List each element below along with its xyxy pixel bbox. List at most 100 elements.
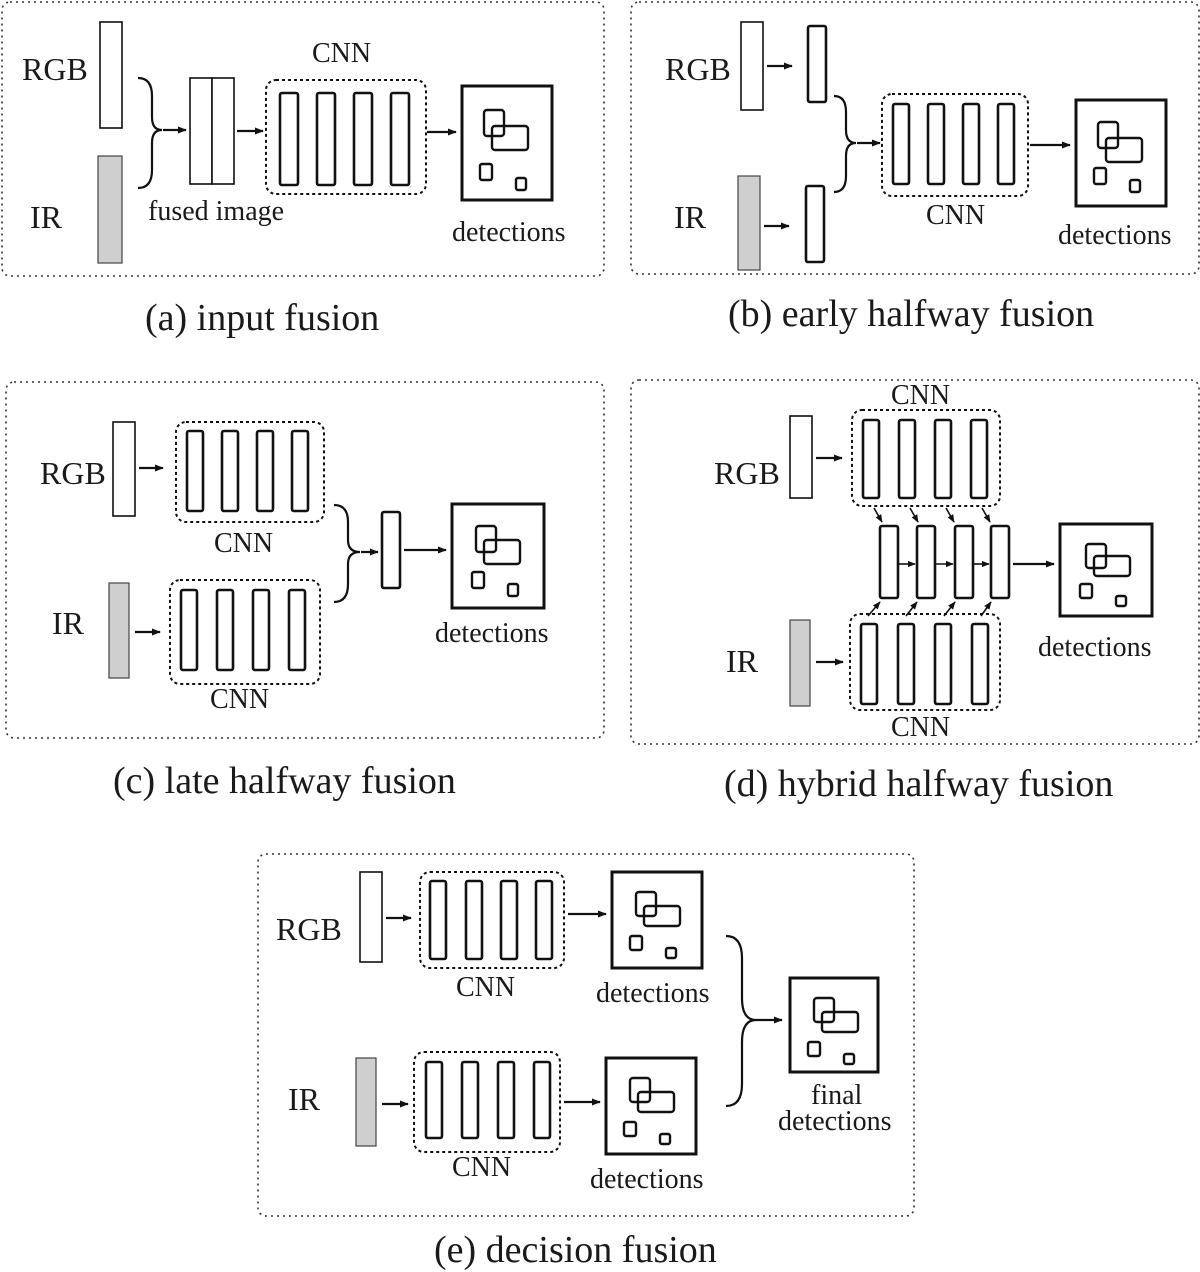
merge-brace [333, 503, 361, 604]
rgb-cnn-label: CNN [214, 528, 273, 559]
down-arrow-3 [945, 507, 955, 523]
cnn-layer-2 [926, 102, 946, 186]
rgb-image [359, 871, 383, 963]
detections-box [1058, 522, 1154, 618]
panel-early-halfway-fusion: RGB IR CNN detections [630, 1, 1200, 275]
rgb-cnn-block [175, 421, 325, 523]
rgb-cnn-layer-2 [220, 429, 240, 513]
cnn-block [881, 93, 1029, 197]
caption-late-halfway-fusion: (c) late halfway fusion [113, 760, 456, 802]
ir-label: IR [288, 1081, 321, 1117]
panel-frame [1, 1, 605, 277]
detections-box [1074, 98, 1168, 208]
ir-feature-layer [804, 184, 826, 264]
cnn-layer-3 [961, 102, 981, 186]
fused-image-label: fused image [148, 196, 284, 227]
rgb-image [112, 421, 136, 517]
fused-image-right [211, 77, 235, 185]
detections-box [450, 502, 546, 610]
rgb-cnn-layer-2 [464, 879, 484, 961]
ir-detections-box [604, 1056, 698, 1156]
ir-cnn-block [849, 613, 1001, 711]
rgb-cnn-layer-1 [861, 418, 881, 500]
final-label-line1: final [811, 1080, 863, 1111]
cnn-layer-4 [996, 102, 1016, 186]
bottom-cnn-label: CNN [891, 712, 950, 743]
detections-label: detections [435, 618, 549, 649]
ir-label: IR [52, 605, 85, 641]
ir-cnn-block [413, 1051, 561, 1153]
rgb-image [789, 415, 813, 499]
cnn-label: CNN [926, 200, 985, 231]
cnn-layer-3 [352, 91, 374, 187]
merge-brace [137, 76, 163, 190]
fused-layer-2 [915, 524, 937, 600]
rgb-cnn-layer-1 [428, 879, 448, 961]
rgb-label: RGB [40, 455, 106, 491]
caption-input-fusion: (a) input fusion [145, 297, 379, 339]
panel-frame [630, 1, 1200, 275]
cnn-layer-1 [278, 91, 300, 187]
ir-label: IR [674, 199, 707, 235]
panel-decision-fusion: RGB IR CNN detections CNN [257, 853, 915, 1217]
rgb-detections-box [610, 870, 704, 970]
rgb-cnn-layer-3 [933, 418, 953, 500]
caption-decision-fusion: (e) decision fusion [434, 1229, 717, 1271]
rgb-label: RGB [714, 455, 780, 491]
ir-cnn-layer-1 [424, 1060, 444, 1140]
down-arrow-4 [981, 507, 991, 523]
ir-cnn-layer-1 [179, 588, 199, 672]
ir-cnn-layer-2 [215, 588, 235, 672]
ir-cnn-layer-3 [496, 1060, 516, 1140]
fused-feature-layer [380, 510, 402, 590]
panel-input-fusion: RGB IR fused image CNN detections [1, 1, 605, 277]
rgb-label: RGB [276, 911, 342, 947]
ir-cnn-layer-4 [287, 588, 307, 672]
ir-image [97, 155, 123, 264]
ir-cnn-layer-3 [933, 622, 953, 706]
down-arrow-2 [909, 507, 919, 523]
rgb-cnn-layer-4 [290, 429, 310, 513]
ir-cnn-layer-2 [896, 622, 916, 706]
rgb-cnn-block [419, 871, 565, 969]
ir-cnn-block [169, 579, 321, 685]
rgb-cnn-layer-4 [534, 879, 554, 961]
caption-hybrid-halfway-fusion: (d) hybrid halfway fusion [724, 763, 1113, 805]
cnn-layer-4 [389, 91, 411, 187]
final-label-line2: detections [778, 1106, 892, 1137]
top-cnn-label: CNN [891, 380, 950, 411]
ir-image [789, 619, 811, 707]
caption-early-halfway-fusion: (b) early halfway fusion [728, 293, 1094, 335]
rgb-cnn-block [851, 409, 1001, 507]
rgb-cnn-label: CNN [456, 972, 515, 1003]
ir-cnn-layer-4 [970, 622, 990, 706]
rgb-cnn-layer-1 [185, 429, 205, 513]
rgb-cnn-layer-3 [499, 879, 519, 961]
cnn-layer-1 [891, 102, 911, 186]
rgb-detections-label: detections [596, 978, 710, 1009]
ir-image [355, 1057, 377, 1147]
rgb-label: RGB [665, 51, 731, 87]
detections-label: detections [1058, 220, 1172, 251]
rgb-cnn-layer-3 [255, 429, 275, 513]
ir-image [737, 175, 761, 271]
detections-box [460, 84, 554, 202]
cnn-layer-2 [315, 91, 337, 187]
up-arrow-1 [867, 601, 881, 617]
panel-frame [630, 379, 1200, 745]
fused-layer-4 [989, 524, 1011, 600]
panel-frame [257, 853, 915, 1217]
ir-image [108, 582, 130, 679]
ir-cnn-label: CNN [452, 1152, 511, 1183]
fused-layer-3 [953, 524, 975, 600]
rgb-cnn-layer-4 [969, 418, 989, 500]
merge-brace [833, 94, 857, 194]
ir-cnn-layer-4 [532, 1060, 552, 1140]
ir-cnn-label: CNN [210, 684, 269, 715]
down-arrow-1 [873, 507, 883, 523]
rgb-image [740, 21, 764, 111]
ir-label: IR [726, 643, 759, 679]
fused-image-left [189, 77, 213, 185]
ir-label: IR [30, 199, 63, 235]
